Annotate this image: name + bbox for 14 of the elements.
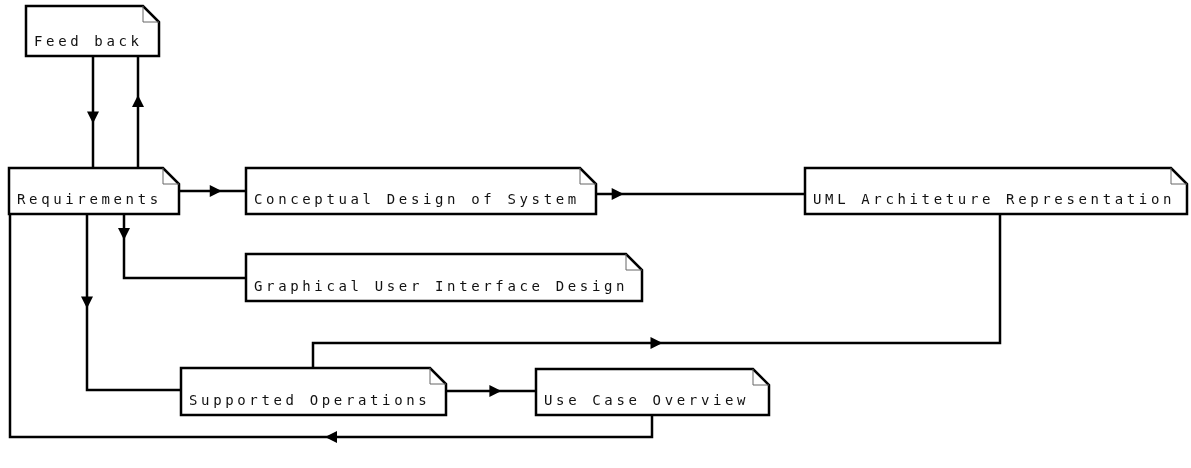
note-box bbox=[804, 167, 1188, 215]
note-label: UML Architeture Representation bbox=[813, 191, 1176, 207]
note-box bbox=[535, 368, 770, 416]
note-label: Conceptual Design of System bbox=[254, 191, 580, 207]
note-label: Supported Operations bbox=[189, 392, 431, 408]
note-box bbox=[25, 5, 160, 57]
note-label: Graphical User Interface Design bbox=[254, 278, 629, 294]
note-box bbox=[245, 253, 643, 302]
note-box bbox=[245, 167, 597, 215]
note-label: Use Case Overview bbox=[544, 392, 750, 408]
note-label: Feed back bbox=[34, 33, 143, 49]
note-label: Requirements bbox=[17, 191, 162, 207]
note-box bbox=[8, 167, 180, 215]
note-box bbox=[180, 367, 447, 416]
